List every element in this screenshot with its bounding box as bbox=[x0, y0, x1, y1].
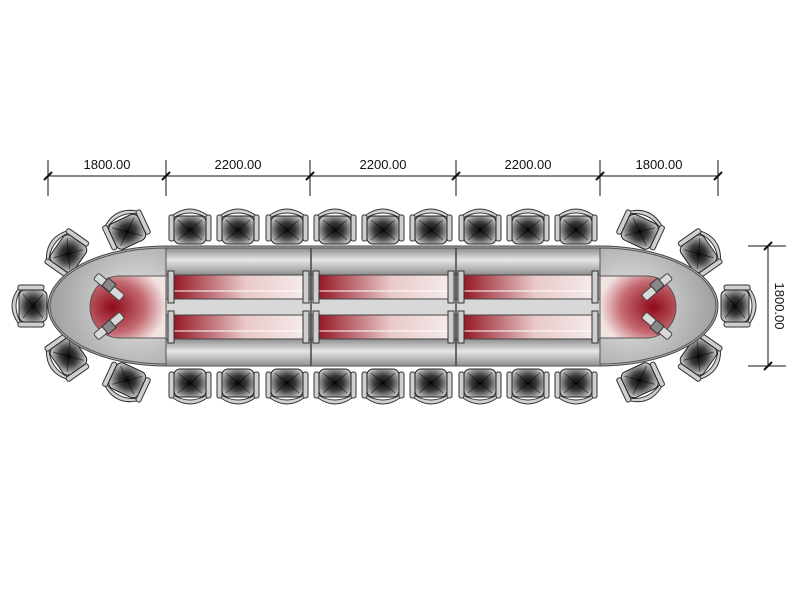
leg-bracket bbox=[302, 270, 310, 304]
dimension-label-3: 2200.00 bbox=[360, 157, 407, 172]
leg-bracket bbox=[167, 270, 175, 304]
chair bbox=[409, 208, 453, 245]
red-insert bbox=[312, 274, 455, 300]
dimension-label-1: 1800.00 bbox=[84, 157, 131, 172]
chair bbox=[361, 208, 405, 245]
chair bbox=[677, 333, 723, 382]
chair bbox=[506, 208, 550, 245]
red-insert bbox=[167, 274, 310, 300]
red-insert bbox=[457, 314, 599, 340]
chair bbox=[313, 208, 357, 245]
dimension-label-4: 2200.00 bbox=[505, 157, 552, 172]
chair bbox=[554, 208, 598, 245]
chair bbox=[616, 209, 665, 251]
horizontal-dimension: 1800.00 2200.00 2200.00 2200.00 1800.00 bbox=[43, 157, 723, 196]
table-module bbox=[455, 247, 601, 367]
chair bbox=[265, 368, 309, 405]
leg-bracket bbox=[302, 310, 310, 344]
chair bbox=[720, 284, 757, 328]
horizontal-dimension-ticks bbox=[43, 160, 723, 196]
chair bbox=[554, 368, 598, 405]
chair bbox=[168, 368, 212, 405]
red-insert bbox=[167, 314, 310, 340]
chair bbox=[216, 208, 260, 245]
chairs-group bbox=[11, 208, 757, 405]
connector-clips-right bbox=[641, 273, 673, 340]
dimension-label-2: 2200.00 bbox=[215, 157, 262, 172]
leg-bracket bbox=[457, 270, 465, 304]
conference-table bbox=[47, 245, 719, 367]
dimension-label-5: 1800.00 bbox=[636, 157, 683, 172]
leg-bracket bbox=[457, 310, 465, 344]
leg-bracket bbox=[447, 310, 455, 344]
connector-clips-left bbox=[93, 273, 125, 340]
chair bbox=[265, 208, 309, 245]
leg-bracket bbox=[447, 270, 455, 304]
leg-bracket bbox=[312, 270, 320, 304]
chair bbox=[677, 228, 723, 277]
leg-bracket bbox=[312, 310, 320, 344]
chair bbox=[409, 368, 453, 405]
red-insert bbox=[312, 314, 455, 340]
chair bbox=[102, 361, 151, 403]
vertical-dimension: 1800.00 bbox=[748, 241, 787, 371]
chair bbox=[506, 368, 550, 405]
table-module bbox=[165, 247, 312, 367]
chair bbox=[313, 368, 357, 405]
dimension-label-vertical: 1800.00 bbox=[772, 283, 787, 330]
chair bbox=[216, 368, 260, 405]
chair bbox=[11, 284, 48, 328]
chair bbox=[458, 368, 502, 405]
red-insert bbox=[457, 274, 599, 300]
chair bbox=[458, 208, 502, 245]
leg-bracket bbox=[591, 310, 599, 344]
table-module bbox=[310, 247, 457, 367]
table-modules bbox=[165, 247, 601, 367]
chair bbox=[44, 228, 90, 277]
chair bbox=[44, 333, 90, 382]
chair bbox=[361, 368, 405, 405]
chair bbox=[616, 361, 665, 403]
chair bbox=[168, 208, 212, 245]
chair bbox=[102, 209, 151, 251]
leg-bracket bbox=[167, 310, 175, 344]
leg-bracket bbox=[591, 270, 599, 304]
